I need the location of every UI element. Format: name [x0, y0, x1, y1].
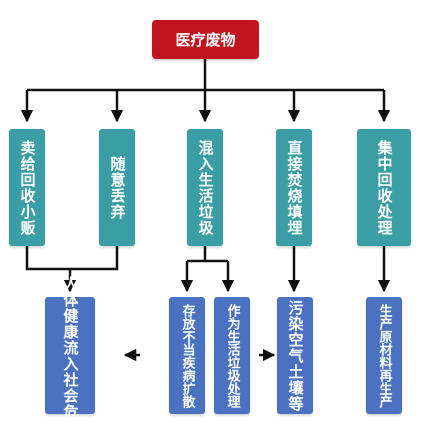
raw-material-node: 生产原材料再生产 [366, 297, 402, 414]
random-discard-label: 随意丢弃 [108, 155, 127, 220]
treated-as-garbage-label: 作为生活垃圾处理 [224, 303, 240, 408]
merge-line [25, 246, 119, 271]
burn-landfill-label: 直接焚烧填埋 [285, 139, 304, 236]
medical-waste-label: 医疗废物 [175, 31, 236, 49]
mix-with-garbage-label: 混入生活垃圾 [196, 139, 215, 236]
sell-to-recyclers-label: 卖给回收小贩 [18, 139, 37, 236]
treated-as-garbage-node: 作为生活垃圾处理 [214, 297, 250, 414]
centralized-recycling-label: 集中回收处理 [375, 139, 394, 236]
centralized-recycling-node: 集中回收处理 [357, 129, 411, 246]
improper-storage-label: 存放不当疾病扩散 [179, 303, 195, 408]
health-hazard-node: 人体健康流入社会危害 [45, 276, 95, 436]
improper-storage-node: 存放不当疾病扩散 [169, 297, 205, 414]
burn-landfill-node: 直接焚烧填埋 [276, 129, 312, 246]
health-hazard-label: 人体健康流入社会危害 [61, 275, 80, 436]
mix-with-garbage-node: 混入生活垃圾 [187, 129, 223, 246]
pollution-node: 污染空气土壤等 [277, 297, 313, 414]
pollution-label: 污染空气土壤等 [286, 299, 305, 412]
medical-waste-node: 医疗废物 [152, 20, 259, 59]
split-line [187, 246, 228, 263]
sell-to-recyclers-node: 卖给回收小贩 [9, 129, 45, 246]
raw-material-label: 生产原材料再生产 [376, 303, 392, 408]
random-discard-node: 随意丢弃 [99, 129, 135, 246]
